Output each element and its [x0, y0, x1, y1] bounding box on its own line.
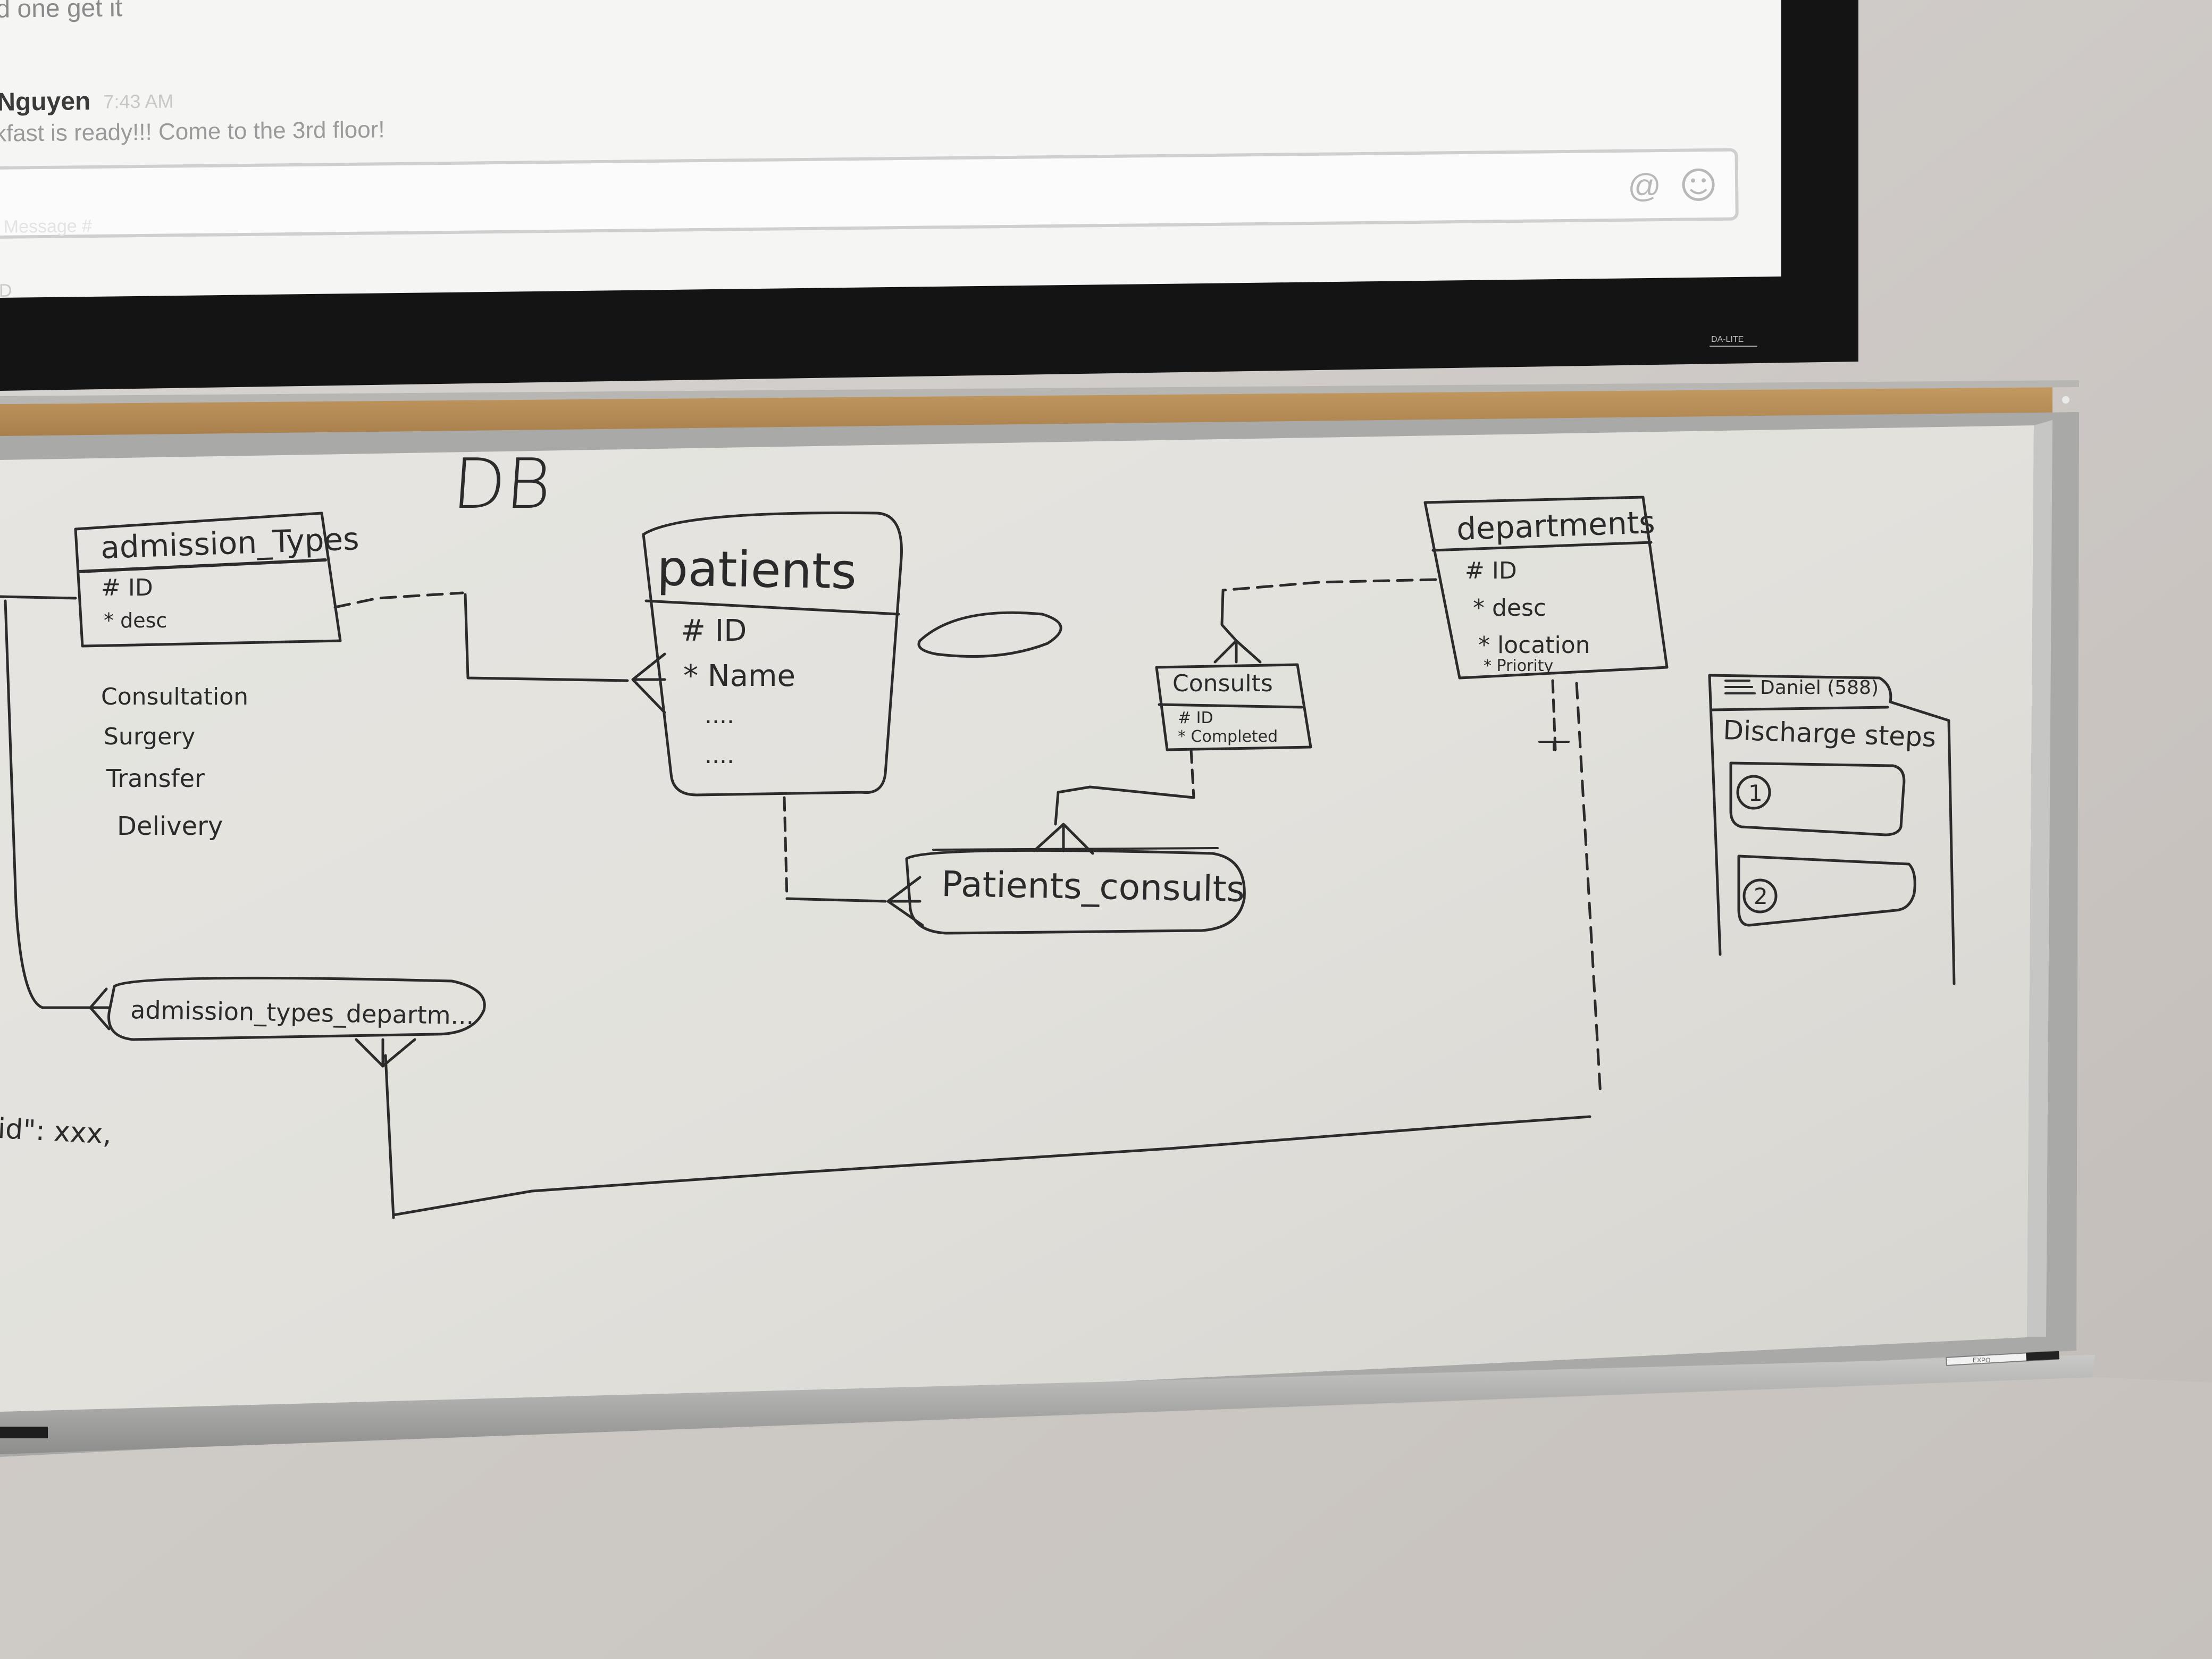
entity-patients-field-3: .... — [705, 702, 734, 729]
admission-type-4: Delivery — [117, 811, 223, 841]
mockup-phone: Daniel (588) Discharge steps 1 2 — [1708, 674, 1956, 985]
entity-patients-name: patients — [657, 540, 857, 600]
entity-departments-field-3: * location — [1478, 632, 1590, 659]
mockup-title: Discharge steps — [1723, 715, 1937, 753]
mockup-step-2-number: 2 — [1754, 883, 1768, 909]
mockup-header: Daniel (588) — [1760, 677, 1879, 699]
marker-tray — [0, 1355, 2095, 1454]
at-sign-icon[interactable]: @ — [1628, 167, 1662, 205]
ellipse-doodle — [917, 611, 1062, 658]
monitor-screen — [0, 0, 1781, 298]
entity-departments-field-2: * desc — [1473, 594, 1546, 622]
entity-patients: patients # ID * Name .... .... — [642, 512, 903, 797]
entity-patients-consults-name: Patients_consults — [941, 864, 1245, 910]
previous-message-fragment: d one get it — [0, 0, 122, 23]
entity-patients-consults: Patients_consults — [905, 847, 1246, 935]
mockup-step-1-number: 1 — [1748, 780, 1763, 806]
entity-patients-field-4: .... — [705, 742, 734, 769]
entity-patients-field-2: * Name — [683, 659, 795, 693]
message-author: Nguyen — [0, 87, 91, 116]
message-text: kfast is ready!!! Come to the 3rd floor! — [0, 116, 385, 147]
entity-departments-field-4: * Priority — [1484, 657, 1553, 675]
admission-type-list: Consultation Surgery Transfer Delivery — [101, 683, 248, 841]
marker-brand: EXPO — [1973, 1356, 1990, 1364]
mockup-step-2: 2 — [1737, 854, 1916, 927]
entity-admission-types: admission_Types # ID * desc — [74, 512, 359, 648]
monitor-brand: DA-LITE — [1711, 335, 1744, 344]
entity-departments-field-1: # ID — [1465, 557, 1517, 584]
smiley-icon[interactable] — [1682, 168, 1715, 201]
entity-admission-types-field-2: * desc — [104, 609, 167, 632]
marker[interactable]: EXPO — [1945, 1350, 2059, 1367]
chat-app: d one get it Nguyen 7:43 AM kfast is rea… — [0, 0, 1739, 301]
whiteboard-surface — [0, 425, 2034, 1436]
entity-admission-types-departments: admission_types_departm... — [107, 976, 486, 1041]
entity-departments-name: departments — [1456, 504, 1656, 547]
eraser[interactable] — [0, 1427, 48, 1438]
entity-consults-name: Consults — [1172, 670, 1273, 697]
admission-type-2: Surgery — [104, 723, 195, 750]
entity-consults-field-1: # ID — [1178, 709, 1213, 727]
entity-consults-field-2: * Completed — [1178, 727, 1278, 746]
message-time: 7:43 AM — [103, 90, 174, 112]
entity-admission-types-field-1: # ID — [101, 574, 153, 601]
message-input-placeholder: Message # — [4, 216, 93, 237]
message-input[interactable] — [0, 148, 1739, 239]
admission-type-1: Consultation — [101, 683, 248, 710]
footer-fragment: D — [0, 281, 12, 301]
mockup-step-1: 1 — [1729, 761, 1906, 836]
hamburger-menu-icon — [1724, 680, 1756, 694]
entity-departments: departments # ID * desc * location * Pri… — [1423, 496, 1669, 680]
entity-admission-types-departments-name: admission_types_departm... — [130, 995, 474, 1030]
entity-patients-field-1: # ID — [681, 614, 747, 648]
json-snippet: id": xxx, — [0, 1113, 112, 1151]
entity-admission-types-name: admission_Types — [100, 521, 359, 566]
board-title: DB — [450, 443, 554, 524]
entity-consults: Consults # ID * Completed — [1155, 663, 1312, 751]
admission-type-3: Transfer — [106, 764, 205, 793]
